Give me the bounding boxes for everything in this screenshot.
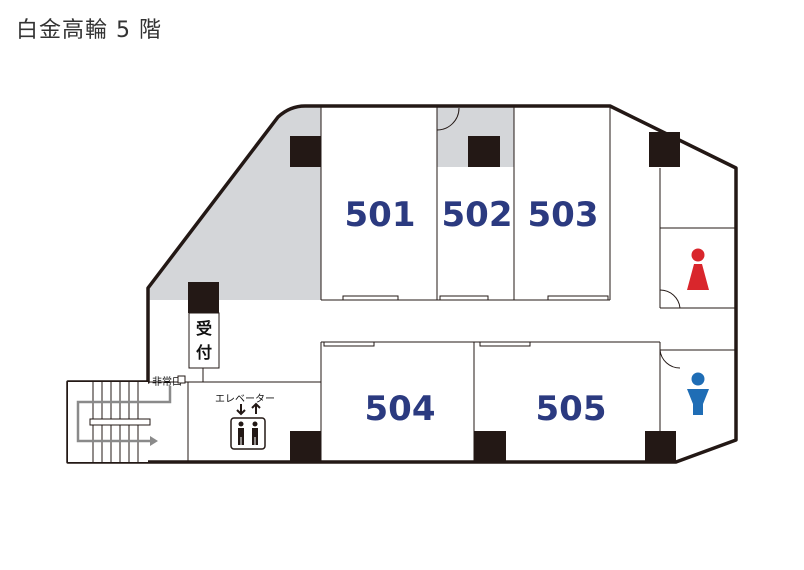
emergency-exit-label: 非常口 bbox=[152, 375, 182, 388]
shaded-area-501 bbox=[148, 106, 321, 300]
outer-wall bbox=[66, 104, 738, 464]
room-504-label: 504 bbox=[365, 389, 436, 429]
reception-label-2: 付 bbox=[196, 343, 212, 362]
reception-sign: 受 付 bbox=[188, 312, 220, 382]
elevator-label: エレベーター bbox=[215, 393, 275, 405]
male-restroom-icon bbox=[687, 372, 709, 415]
pillars bbox=[188, 132, 680, 462]
room-505-label: 505 bbox=[536, 389, 607, 429]
room-502-label: 502 bbox=[442, 195, 513, 235]
female-restroom-icon bbox=[687, 248, 709, 290]
room-503-label: 503 bbox=[528, 195, 599, 235]
room-501-label: 501 bbox=[345, 195, 416, 235]
page-title: 白金高輪 5 階 bbox=[16, 18, 162, 43]
reception-label-1: 受 bbox=[196, 319, 212, 338]
elevator-icon bbox=[230, 402, 266, 450]
stairs-icon bbox=[68, 382, 172, 462]
exit-marker bbox=[177, 375, 186, 384]
